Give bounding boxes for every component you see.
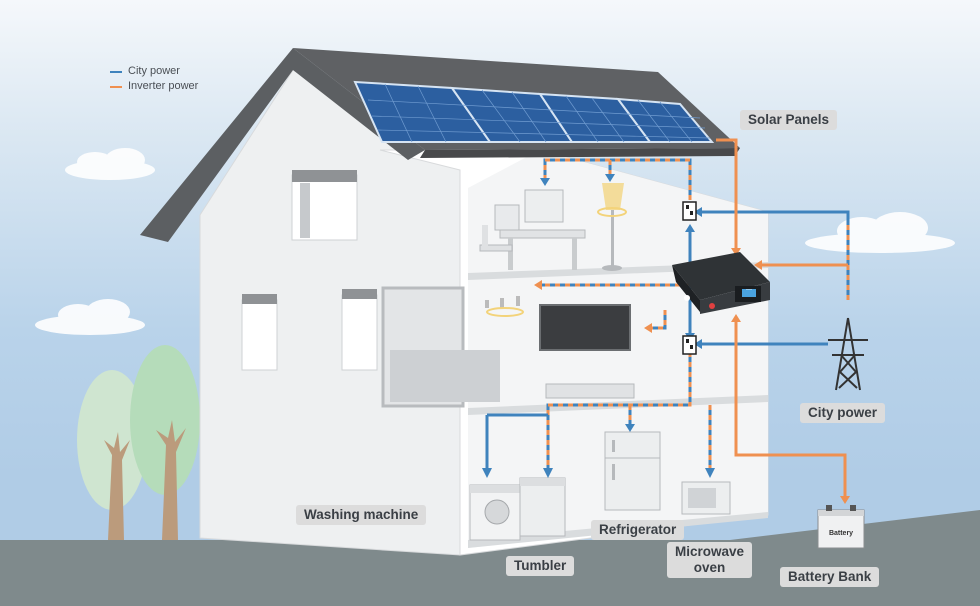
legend-item-inverter: Inverter power xyxy=(110,79,198,94)
trees xyxy=(77,345,200,540)
label-microwave-oven: Microwave oven xyxy=(667,542,753,578)
wiring xyxy=(482,138,850,504)
label-refrigerator: Refrigerator xyxy=(591,520,685,540)
label-washing-machine: Washing machine xyxy=(296,505,427,525)
office-furniture xyxy=(479,183,627,271)
solar-panels xyxy=(353,80,715,143)
label-solar-panels: Solar Panels xyxy=(740,110,838,130)
legend: City power Inverter power xyxy=(110,64,198,94)
label-microwave-line1: Microwave xyxy=(675,544,745,559)
inverter xyxy=(672,252,770,314)
ground xyxy=(0,510,980,606)
legend-label-inverter: Inverter power xyxy=(128,80,199,92)
inverter-display: --- xyxy=(746,287,752,293)
arrowheads xyxy=(482,174,850,504)
label-city-power: City power xyxy=(800,403,886,423)
roof xyxy=(140,48,425,242)
label-microwave-line2: oven xyxy=(693,560,726,575)
living-room xyxy=(485,296,635,399)
battery-label-text: Battery xyxy=(828,530,854,537)
inverter-power-lines xyxy=(716,138,848,498)
power-pylon xyxy=(828,317,868,391)
label-battery-bank: Battery Bank xyxy=(780,567,880,587)
appliances xyxy=(469,431,731,541)
combined-power-lines xyxy=(485,158,850,470)
legend-swatch-city xyxy=(110,70,122,73)
legend-item-city: City power xyxy=(110,64,198,79)
label-tumbler: Tumbler xyxy=(506,556,575,576)
legend-label-city: City power xyxy=(128,65,180,77)
legend-swatch-inverter xyxy=(110,85,122,88)
outlets xyxy=(682,201,697,355)
battery xyxy=(817,505,865,549)
